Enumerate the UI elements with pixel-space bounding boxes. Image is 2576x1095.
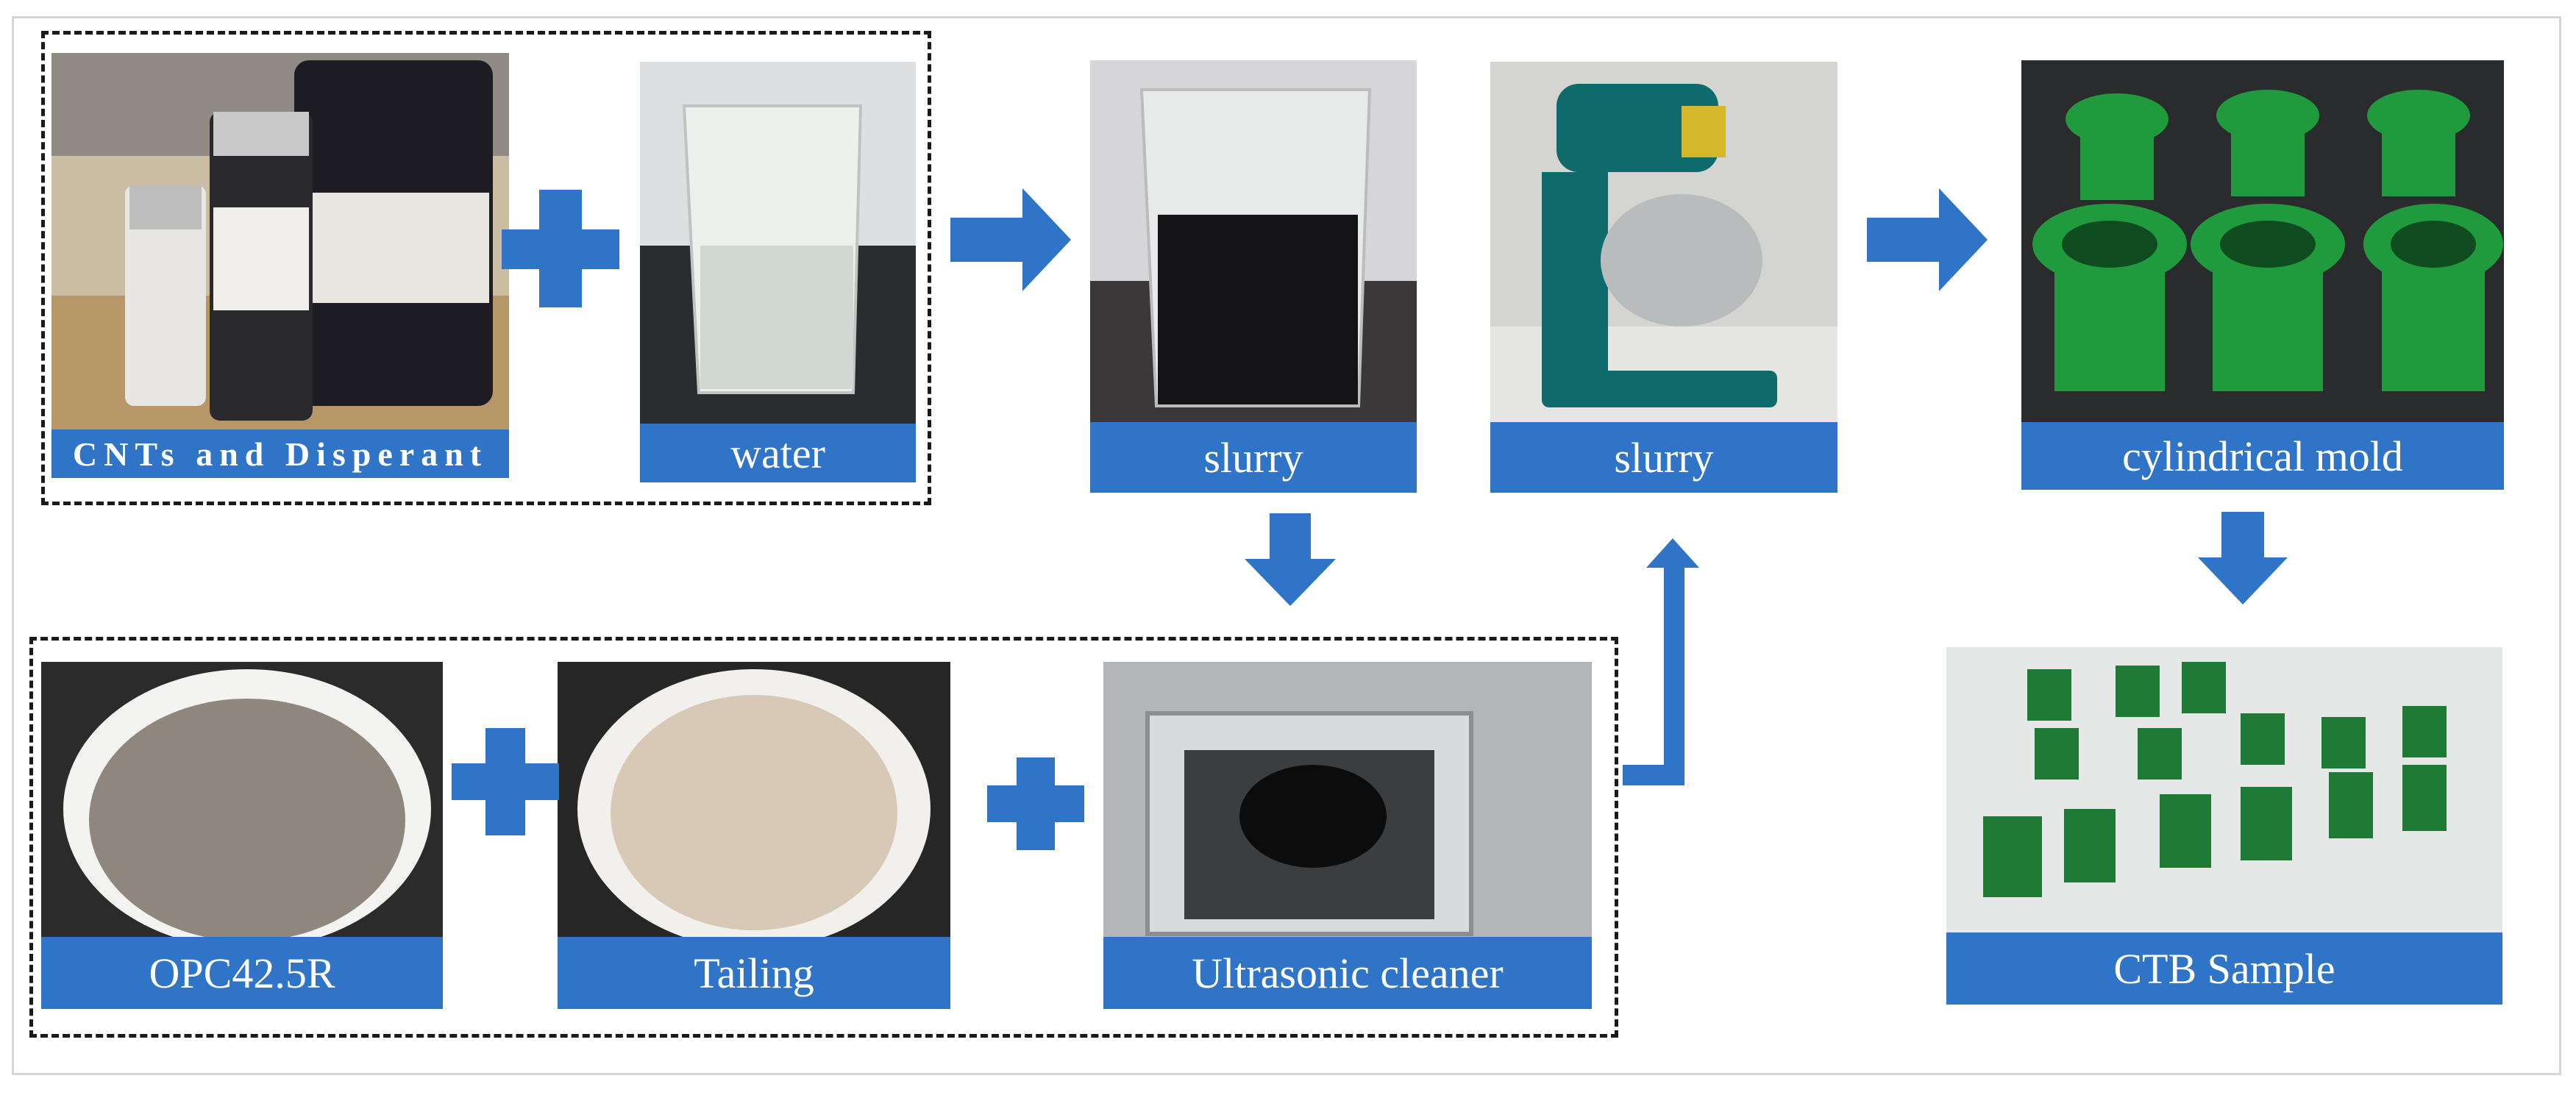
cnts-bottles-photo xyxy=(51,53,509,429)
mixer-photo xyxy=(1490,62,1837,422)
opc-cement-photo xyxy=(41,662,443,937)
opc-label: OPC42.5R xyxy=(41,937,443,1009)
ctb-sample-label: CTB Sample xyxy=(1946,932,2502,1005)
slurry-label-1: slurry xyxy=(1090,422,1417,493)
slurry-label-2: slurry xyxy=(1490,422,1837,493)
tailing-label: Tailing xyxy=(558,937,950,1009)
figure-frame xyxy=(12,16,2561,1075)
cylindrical-mold-label: cylindrical mold xyxy=(2021,422,2504,490)
slurry-beaker-photo xyxy=(1090,60,1417,422)
cylindrical-mold-photo xyxy=(2021,60,2504,422)
ultrasonic-cleaner-photo xyxy=(1103,662,1592,937)
tailing-photo xyxy=(558,662,950,937)
cnts-label: CNTs and Disperant xyxy=(51,429,509,478)
dispersion-group xyxy=(41,31,931,505)
ultrasonic-label: Ultrasonic cleaner xyxy=(1103,937,1592,1009)
water-beaker-photo xyxy=(640,62,916,424)
water-label: water xyxy=(640,424,916,482)
ctb-sample-photo xyxy=(1946,647,2502,932)
mixing-group xyxy=(29,637,1618,1038)
